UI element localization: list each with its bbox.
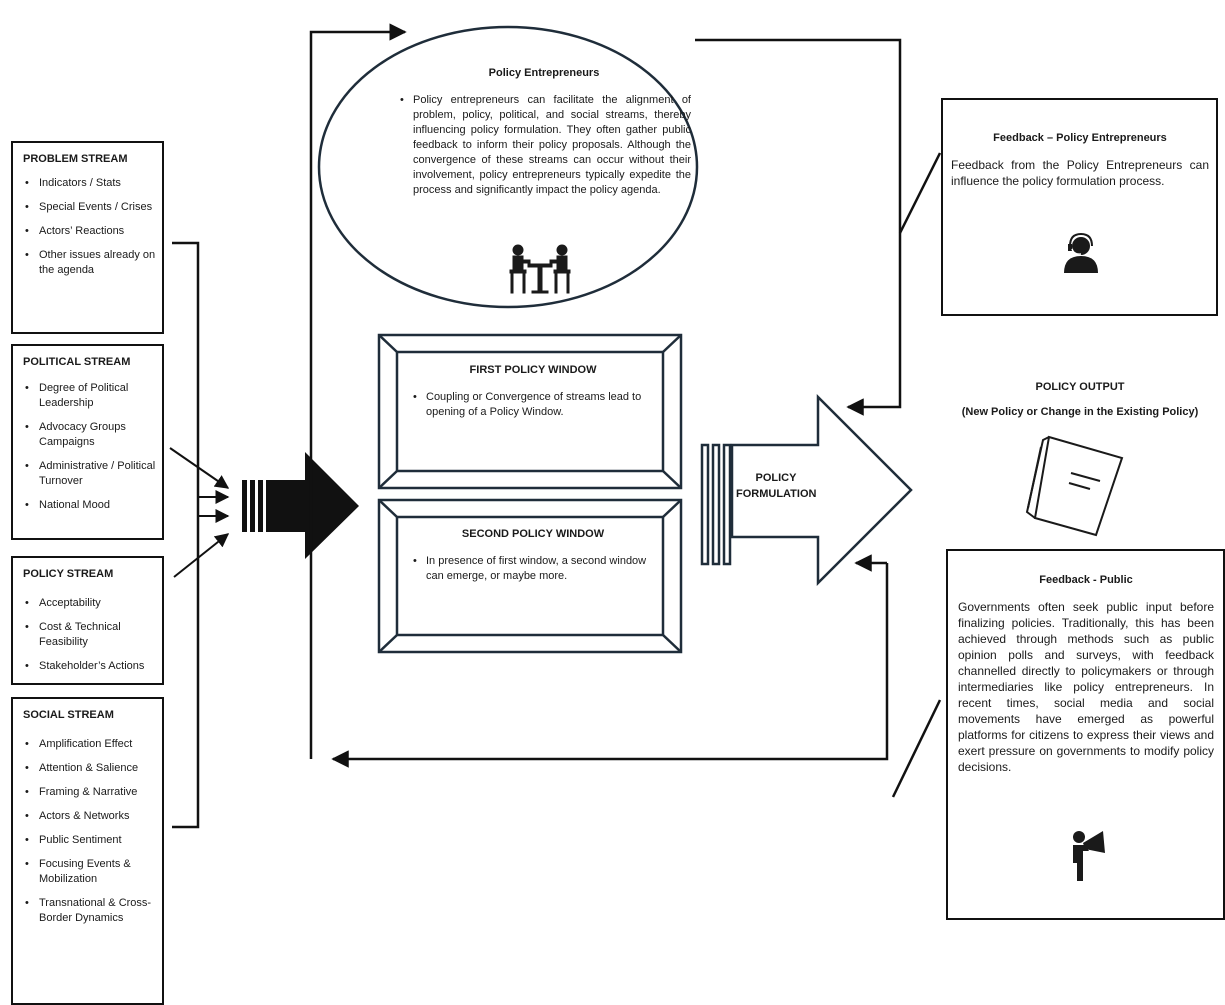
list-item: Actors & Networks xyxy=(23,809,159,824)
feedback-entrepreneurs-box: Feedback – Policy Entrepreneurs Feedback… xyxy=(941,98,1218,316)
social-stream-box: SOCIAL STREAM Amplification Effect Atten… xyxy=(11,697,164,1005)
formulation-label: POLICY FORMULATION xyxy=(736,472,817,500)
list-item: Acceptability xyxy=(23,596,163,611)
megaphone-icon xyxy=(1073,831,1105,881)
first-window-frame xyxy=(377,333,683,490)
entrepreneurs-title: Policy Entrepreneurs xyxy=(488,67,600,79)
book-icon xyxy=(1025,435,1124,537)
feedback-public-title: Feedback - Public xyxy=(1039,574,1133,586)
entrepreneurs-to-formulation xyxy=(695,38,902,416)
feedback-public-content: Feedback - Public Governments often seek… xyxy=(958,573,1214,775)
problem-stream-list: Indicators / Stats Special Events / Cris… xyxy=(23,176,159,287)
social-stream-list: Amplification Effect Attention & Salienc… xyxy=(23,737,159,935)
list-item: Public Sentiment xyxy=(23,833,159,848)
list-item: Amplification Effect xyxy=(23,737,159,752)
list-item: Actors’ Reactions xyxy=(23,224,159,239)
feedback-public-text: Governments often seek public input befo… xyxy=(958,600,1214,774)
second-window-frame xyxy=(377,498,683,654)
social-stream-title: SOCIAL STREAM xyxy=(23,709,114,721)
second-window-title: SECOND POLICY WINDOW xyxy=(461,528,605,540)
first-window-text: Coupling or Convergence of streams lead … xyxy=(410,390,656,420)
convergence-bar-1 xyxy=(242,480,247,532)
list-item: Special Events / Crises xyxy=(23,200,159,215)
policy-stream-box: POLICY STREAM Acceptability Cost & Techn… xyxy=(11,556,164,685)
support-agent-icon xyxy=(1064,233,1098,273)
list-item: Advocacy Groups Campaigns xyxy=(23,420,159,450)
list-item: National Mood xyxy=(23,498,159,513)
problem-stream-box: PROBLEM STREAM Indicators / Stats Specia… xyxy=(11,141,164,334)
meeting-icon xyxy=(509,244,571,294)
convergence-bar-3 xyxy=(258,480,263,532)
political-stream-list: Degree of Political Leadership Advocacy … xyxy=(23,381,159,522)
list-item: Framing & Narrative xyxy=(23,785,159,800)
arrow-policy xyxy=(173,533,230,578)
first-window-content: FIRST POLICY WINDOW Coupling or Converge… xyxy=(410,363,656,420)
entrepreneurs-text: Policy entrepreneurs can facilitate the … xyxy=(397,93,691,198)
problem-stream-title: PROBLEM STREAM xyxy=(23,153,128,165)
formulation-bars xyxy=(700,443,732,566)
first-window-title: FIRST POLICY WINDOW xyxy=(469,364,597,376)
list-item: Cost & Technical Feasibility xyxy=(23,620,163,650)
list-item: Attention & Salience xyxy=(23,761,159,776)
entrepreneurs-content: Policy Entrepreneurs Policy entrepreneur… xyxy=(397,66,691,198)
convergence-bar-2 xyxy=(250,480,255,532)
feedback-entrepreneurs-content: Feedback – Policy Entrepreneurs Feedback… xyxy=(951,131,1209,189)
output-title: POLICY OUTPUT xyxy=(1035,381,1125,393)
convergence-arrow xyxy=(266,452,359,559)
policy-stream-title: POLICY STREAM xyxy=(23,568,114,580)
feedback-public-box: Feedback - Public Governments often seek… xyxy=(946,549,1225,920)
formulation-arrow xyxy=(730,393,913,587)
feedback-entrepreneurs-title: Feedback – Policy Entrepreneurs xyxy=(993,132,1167,144)
feedback-entrepreneurs-text: Feedback from the Policy Entrepreneurs c… xyxy=(951,158,1209,188)
public-return-line xyxy=(331,563,889,768)
policy-stream-list: Acceptability Cost & Technical Feasibili… xyxy=(23,596,163,683)
feedback-entrepreneurs-connector xyxy=(898,152,942,234)
list-item: Other issues already on the agenda xyxy=(23,248,159,278)
arrow-political xyxy=(169,447,230,489)
list-item: Stakeholder’s Actions xyxy=(23,659,163,674)
list-item: Transnational & Cross-Border Dynamics xyxy=(23,896,159,926)
second-window-content: SECOND POLICY WINDOW In presence of firs… xyxy=(410,527,656,584)
list-item: Indicators / Stats xyxy=(23,176,159,191)
output-subtitle: (New Policy or Change in the Existing Po… xyxy=(961,406,1199,418)
political-stream-box: POLITICAL STREAM Degree of Political Lea… xyxy=(11,344,164,540)
stream-bracket xyxy=(172,241,200,829)
list-item: Administrative / Political Turnover xyxy=(23,459,159,489)
second-window-text: In presence of first window, a second wi… xyxy=(410,554,656,584)
loop-to-entrepreneurs xyxy=(309,23,407,506)
political-stream-title: POLITICAL STREAM xyxy=(23,356,131,368)
feedback-public-connector xyxy=(891,699,942,798)
list-item: Focusing Events & Mobilization xyxy=(23,857,159,887)
list-item: Degree of Political Leadership xyxy=(23,381,159,411)
